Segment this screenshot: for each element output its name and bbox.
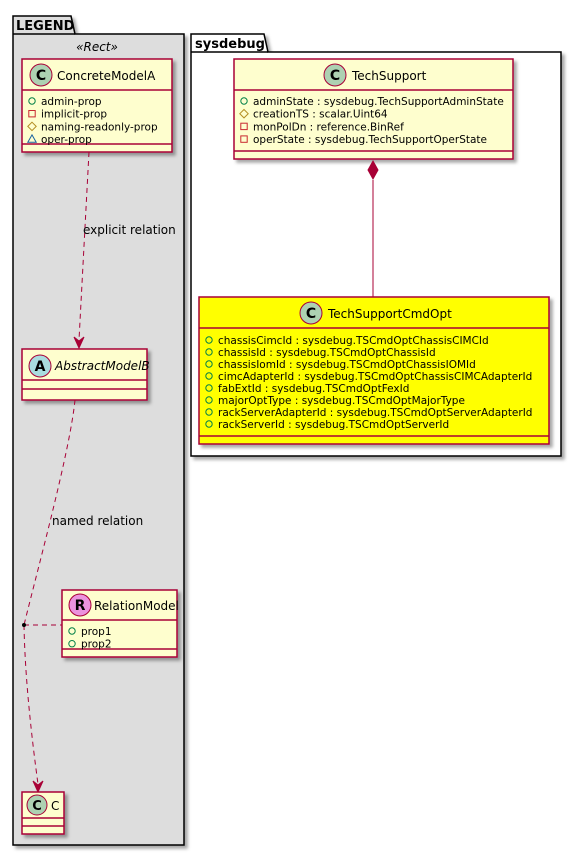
class-badge-letter: C [36,68,46,84]
relation-badge-letter: R [75,598,86,614]
property-label: rackServerAdapterId : sysdebug.TSCmdOptS… [218,407,532,419]
class-badge-icon [26,794,48,816]
property-label: chassisCimcId : sysdebug.TSCmdOptChassis… [218,335,489,347]
property-label: implicit-prop [41,109,107,121]
legend-stereotype: «Rect» [76,40,118,54]
class-name: TechSupport [351,69,427,83]
class-name: ConcreteModelA [57,69,156,83]
class-tech-support[interactable] [233,58,514,160]
property-label: rackServerId : sysdebug.TSCmdOptServerId [218,419,449,431]
property-label: chassisIomId : sysdebug.TSCmdOptChassisI… [218,359,476,371]
property-label: naming-readonly-prop [41,121,158,133]
abstract-badge-letter: A [35,359,46,375]
class-badge-icon [29,63,53,87]
property-label: admin-prop [41,96,102,108]
property-label: oper-prop [41,134,92,146]
public-visibility-icon [205,420,213,428]
property-label: fabExtId : sysdebug.TSCmdOptFexId [218,383,409,395]
junction-dot-icon [22,623,26,627]
class-relation-model[interactable] [61,589,178,658]
abstract-class-name: AbstractModelB [54,359,150,373]
explicit-relation-line [78,151,90,341]
explicit-relation-label: explicit relation [83,223,176,237]
property-label: adminState : sysdebug.TechSupportAdminSt… [253,96,504,108]
package-title: sysdebug [195,37,265,52]
property-label: creationTS : scalar.Uint64 [253,109,388,121]
protected-visibility-icon [27,121,37,132]
public-visibility-icon [205,348,213,356]
class-tech-support-cmd-opt[interactable] [198,296,550,445]
property-label: majorOptType : sysdebug.TSCmdOptMajorTyp… [218,395,465,407]
public-visibility-icon [28,97,36,105]
arrow-head-icon [32,780,44,794]
class-badge-letter: C [32,799,42,814]
public-visibility-icon [205,408,213,416]
property-list: chassisCimcId : sysdebug.TSCmdOptChassis… [205,335,532,431]
property-label: cimcAdapterId : sysdebug.TSCmdOptChassis… [218,371,532,383]
private-visibility-icon [28,110,36,118]
property-label: prop2 [81,639,112,651]
private-visibility-icon [240,135,248,143]
arrow-head-icon [73,336,85,350]
named-relation-line-lower [23,624,39,785]
property-list: adminState : sysdebug.TechSupportAdminSt… [239,96,504,146]
class-name: C [51,799,59,813]
public-visibility-icon [205,396,213,404]
composition-diamond-icon [367,159,379,181]
protected-visibility-icon [239,108,249,119]
public-visibility-icon [205,360,213,368]
public-visibility-icon [240,97,248,105]
class-badge-letter: C [306,306,316,322]
private-visibility-icon [240,122,248,131]
property-label: monPolDn : reference.BinRef [253,121,404,133]
legend-title: LEGEND [16,19,75,34]
class-concrete-model-a[interactable] [21,58,173,153]
property-label: operState : sysdebug.TechSupportOperStat… [253,134,487,146]
public-visibility-icon [68,627,76,635]
named-relation-line-upper [23,399,76,626]
class-badge-icon [323,63,347,87]
property-label: chassisId : sysdebug.TSCmdOptChassisId [218,347,436,359]
public-visibility-icon [68,640,76,648]
public-visibility-icon [205,372,213,380]
class-badge-icon [299,301,323,325]
abstract-badge-icon [28,354,52,378]
class-badge-letter: C [330,68,340,84]
property-list: admin-propimplicit-propnaming-readonly-p… [26,96,158,146]
public-visibility-icon [205,336,213,344]
public-visibility-icon [205,384,213,392]
class-name: TechSupportCmdOpt [327,307,452,321]
package-visibility-icon [26,133,38,143]
relation-class-name: RelationModel [94,599,179,613]
property-label: prop1 [81,626,112,638]
named-relation-label: named relation [52,514,143,528]
relation-badge-icon [68,593,92,617]
